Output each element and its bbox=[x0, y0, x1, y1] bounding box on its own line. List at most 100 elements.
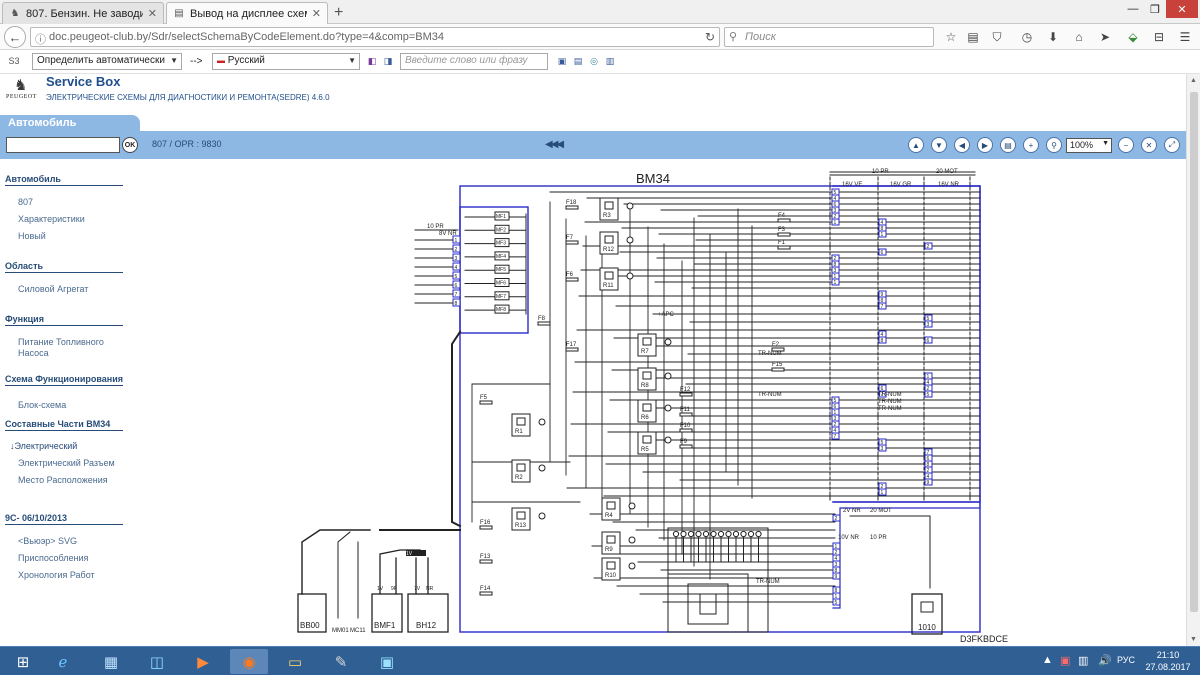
close-diagram-icon[interactable]: ✕ bbox=[1141, 137, 1157, 153]
print-icon[interactable]: ▤ bbox=[1000, 137, 1016, 153]
ecu-terminal bbox=[717, 530, 725, 538]
fuse-symbol bbox=[479, 559, 493, 564]
translate-selection-icon[interactable]: ◨ bbox=[383, 55, 393, 66]
fuse-symbol bbox=[771, 347, 785, 352]
close-icon[interactable]: ✕ bbox=[147, 8, 157, 20]
translate-icon[interactable]: ▤ bbox=[573, 55, 583, 66]
fuse-f17: F17 bbox=[566, 342, 577, 348]
minimize-icon[interactable]: — bbox=[1127, 3, 1139, 15]
sidebar-toggle-icon[interactable]: ⊟ bbox=[1153, 30, 1165, 44]
fullscreen-icon[interactable]: ⤢ bbox=[1164, 137, 1180, 153]
zoom-in-icon[interactable]: + bbox=[1023, 137, 1039, 153]
sidebar-item-work-history[interactable]: Хронология Работ bbox=[18, 570, 95, 580]
start-icon[interactable]: ⊞ bbox=[16, 653, 30, 671]
sidebar-item-characteristics[interactable]: Характеристики bbox=[18, 214, 85, 224]
dictionary-icon[interactable]: ▣ bbox=[557, 55, 567, 66]
search-bar[interactable]: ⚲ Поиск bbox=[724, 27, 934, 47]
close-window-icon[interactable]: ✕ bbox=[1166, 0, 1198, 18]
arrow-right-icon[interactable]: ▶ bbox=[977, 137, 993, 153]
firefox-icon[interactable]: ◉ bbox=[230, 649, 268, 674]
network-icon[interactable]: ▥ bbox=[1078, 655, 1089, 667]
sidebar-item-new[interactable]: Новый bbox=[18, 231, 46, 241]
fuse-label-mf7: MF7 bbox=[496, 294, 506, 300]
speak-icon[interactable]: ◎ bbox=[590, 55, 598, 66]
wire-left bbox=[471, 383, 581, 523]
bottom-conn-4: 10 PR bbox=[870, 535, 887, 541]
sidebar-item-electrical[interactable]: ↓Электрический bbox=[10, 441, 77, 452]
language-indicator[interactable]: РУС bbox=[1117, 655, 1136, 665]
back-button[interactable]: ← bbox=[4, 26, 26, 48]
pocket-icon[interactable]: ⛉ bbox=[992, 29, 1002, 44]
tray-expand-icon[interactable]: ▲ bbox=[1042, 654, 1053, 666]
sidebar-item-807[interactable]: 807 bbox=[18, 197, 34, 207]
explorer-icon[interactable]: ▭ bbox=[287, 653, 303, 671]
fuse-mf8 bbox=[494, 304, 510, 314]
connector-pin-number: 4 bbox=[834, 428, 837, 434]
extension-icon[interactable]: ⬙ bbox=[1128, 30, 1138, 44]
sidebar-item-tools[interactable]: Приспособления bbox=[18, 553, 89, 563]
sidebar-item-fuel-supply[interactable]: Питание Топливного bbox=[18, 337, 104, 347]
sidebar-item-fuel-supply-2[interactable]: Насоса bbox=[18, 348, 49, 358]
volume-icon[interactable]: 🔊 bbox=[1098, 655, 1112, 667]
clock[interactable]: 21:10 27.08.2017 bbox=[1140, 649, 1196, 673]
sidebar-item-connector[interactable]: Электрический Разъем bbox=[18, 458, 115, 468]
tray-app-icon[interactable]: ▣ bbox=[1060, 655, 1071, 667]
arrow-up-icon[interactable]: ▲ bbox=[908, 137, 924, 153]
history-icon[interactable]: ◷ bbox=[1021, 30, 1033, 44]
code-search-input[interactable] bbox=[6, 137, 120, 153]
calculator-icon[interactable]: ▦ bbox=[103, 653, 119, 671]
scroll-up-icon[interactable]: ▲ bbox=[1190, 77, 1197, 84]
url-text[interactable]: doc.peugeot-club.by/Sdr/selectSchemaByCo… bbox=[49, 31, 445, 43]
wire-bb00 bbox=[301, 529, 371, 595]
files-icon[interactable]: ◫ bbox=[149, 653, 165, 671]
ok-button[interactable]: OK bbox=[122, 137, 138, 153]
rewind-icon[interactable]: ◀◀◀ bbox=[545, 139, 564, 150]
send-icon[interactable]: ➤ bbox=[1099, 30, 1111, 44]
info-icon[interactable]: ⓘ bbox=[35, 34, 46, 46]
tab-peugeot-thread[interactable]: ♞ 807. Бензин. Не заводится, пр... ✕ bbox=[2, 2, 164, 24]
sidebar-item-location[interactable]: Место Расположения bbox=[18, 475, 108, 485]
zoom-select[interactable]: 100% ▼ bbox=[1066, 138, 1112, 153]
settings-icon[interactable]: ▥ bbox=[605, 55, 615, 66]
connector-pin-number: 2 bbox=[927, 386, 930, 392]
sidebar-item-svg-viewer[interactable]: <Вьюэр> SVG bbox=[18, 536, 78, 546]
home-icon[interactable]: ⌂ bbox=[1075, 30, 1083, 44]
phrase-input[interactable]: Введите слово или фразу bbox=[400, 53, 548, 70]
reload-icon[interactable]: ↻ bbox=[704, 30, 715, 44]
zoom-search-icon[interactable]: ⚲ bbox=[1046, 137, 1062, 153]
sidebar-section-components: Составные Части BM34 bbox=[5, 419, 123, 431]
bottom-conn-2: 20 MOT bbox=[870, 508, 892, 514]
pin-header-3: 16V NR bbox=[938, 182, 960, 188]
tab-schema[interactable]: ▤ Вывод на дисплее схемы ✕ bbox=[166, 2, 328, 24]
control-icon[interactable]: ▣ bbox=[379, 653, 395, 671]
relay-coil bbox=[642, 403, 652, 412]
sidebar-item-power-unit[interactable]: Силовой Агрегат bbox=[18, 284, 89, 294]
url-bar[interactable]: ⓘ doc.peugeot-club.by/Sdr/selectSchemaBy… bbox=[30, 27, 720, 47]
zoom-out-icon[interactable]: − bbox=[1118, 137, 1134, 153]
media-icon[interactable]: ▶ bbox=[197, 653, 209, 671]
vertical-scrollbar[interactable]: ▲ ▼ bbox=[1186, 74, 1200, 646]
translate-page-icon[interactable]: ◧ bbox=[367, 55, 377, 66]
reading-list-icon[interactable]: ▤ bbox=[967, 30, 979, 44]
sidebar-item-block-diagram[interactable]: Блок-схема bbox=[18, 400, 67, 410]
target-language-select[interactable]: ▬ Русский ▼ bbox=[212, 53, 360, 70]
menu-icon[interactable]: ☰ bbox=[1179, 30, 1191, 44]
ecu-inner bbox=[667, 573, 749, 633]
vehicle-tab[interactable]: Автомобиль bbox=[0, 115, 140, 133]
source-language-select[interactable]: Определить автоматически ▼ bbox=[32, 53, 182, 70]
restore-icon[interactable]: ❐ bbox=[1150, 3, 1160, 16]
ie-icon[interactable]: ℯ bbox=[58, 653, 68, 671]
bookmark-star-icon[interactable]: ☆ bbox=[945, 30, 957, 44]
fuse-mf1 bbox=[494, 211, 510, 221]
tool-icon[interactable]: ✎ bbox=[334, 653, 348, 671]
download-icon[interactable]: ⬇ bbox=[1047, 30, 1059, 44]
connector-pin-number: 9 bbox=[881, 292, 884, 298]
new-tab-button[interactable]: + bbox=[334, 4, 344, 21]
close-icon[interactable]: ✕ bbox=[311, 8, 321, 20]
arrow-down-icon[interactable]: ▼ bbox=[931, 137, 947, 153]
arrow-left-icon[interactable]: ◀ bbox=[954, 137, 970, 153]
scroll-down-icon[interactable]: ▼ bbox=[1190, 636, 1197, 643]
scroll-thumb[interactable] bbox=[1190, 92, 1198, 612]
